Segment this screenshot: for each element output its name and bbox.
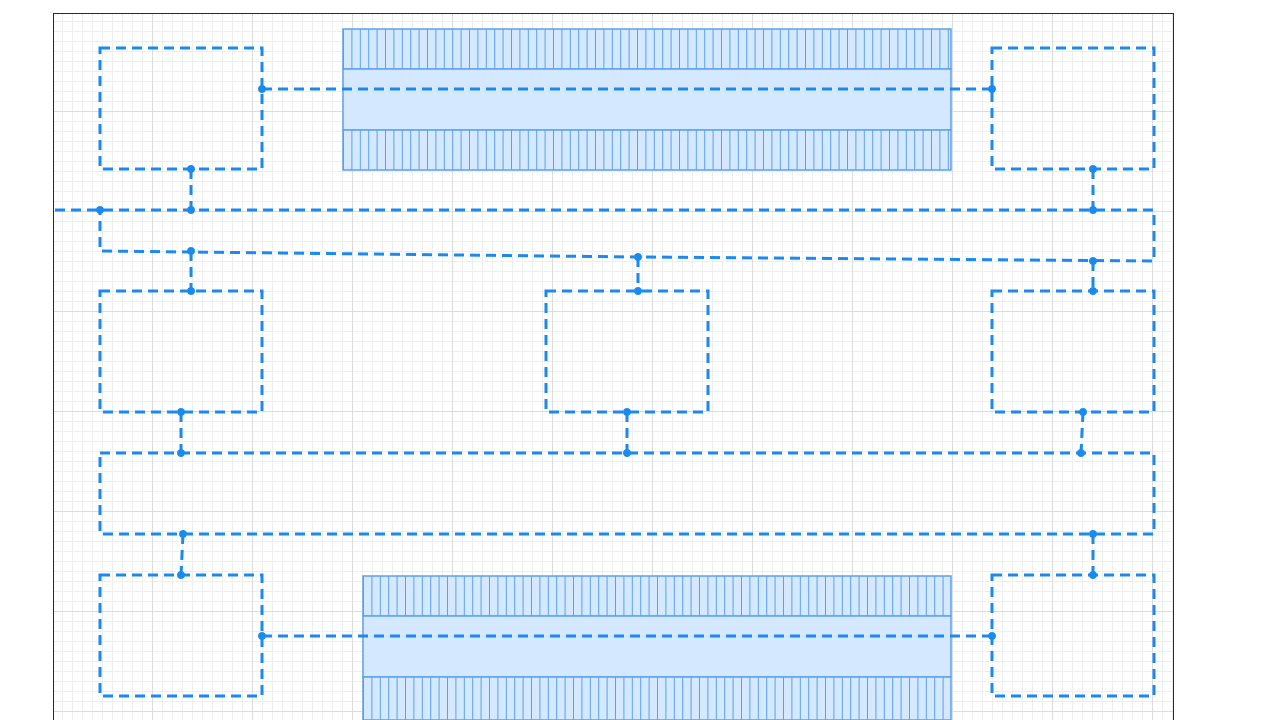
connection-point bbox=[177, 571, 185, 579]
connection-point bbox=[988, 632, 996, 640]
band-top[interactable] bbox=[342, 28, 952, 171]
band-bottom[interactable] bbox=[362, 575, 952, 720]
connection-point bbox=[177, 449, 185, 457]
box-bottom-right[interactable] bbox=[990, 573, 1156, 698]
connection-point bbox=[1089, 571, 1097, 579]
box-middle-left[interactable] bbox=[98, 289, 264, 414]
connection-point bbox=[1077, 449, 1085, 457]
connection-point bbox=[258, 85, 266, 93]
connection-point bbox=[96, 206, 104, 214]
connection-point bbox=[187, 165, 195, 173]
drop-mr-lower[interactable] bbox=[1079, 411, 1085, 454]
box-top-right[interactable] bbox=[990, 46, 1156, 171]
box-top-left[interactable] bbox=[98, 46, 264, 171]
connection-point bbox=[1089, 530, 1097, 538]
connection-point bbox=[1079, 408, 1087, 416]
link-upper-bus[interactable] bbox=[55, 208, 1156, 263]
connection-points bbox=[96, 85, 1097, 640]
connection-point bbox=[988, 85, 996, 93]
connection-point bbox=[187, 287, 195, 295]
box-middle-right[interactable] bbox=[990, 289, 1156, 414]
connection-point bbox=[187, 206, 195, 214]
drop-lower-bl[interactable] bbox=[179, 533, 185, 576]
box-lower-wide[interactable] bbox=[98, 451, 1156, 536]
connection-point bbox=[623, 449, 631, 457]
connection-point bbox=[1089, 165, 1097, 173]
connection-point bbox=[258, 632, 266, 640]
connection-point bbox=[634, 287, 642, 295]
connection-point bbox=[1089, 287, 1097, 295]
connection-point bbox=[1089, 257, 1097, 265]
connection-point bbox=[177, 408, 185, 416]
box-middle-center[interactable] bbox=[544, 289, 710, 414]
connection-point bbox=[634, 253, 642, 261]
connection-point bbox=[623, 408, 631, 416]
connection-point bbox=[179, 530, 187, 538]
box-bottom-left[interactable] bbox=[98, 573, 264, 698]
connection-point bbox=[1089, 206, 1097, 214]
connection-point bbox=[187, 247, 195, 255]
